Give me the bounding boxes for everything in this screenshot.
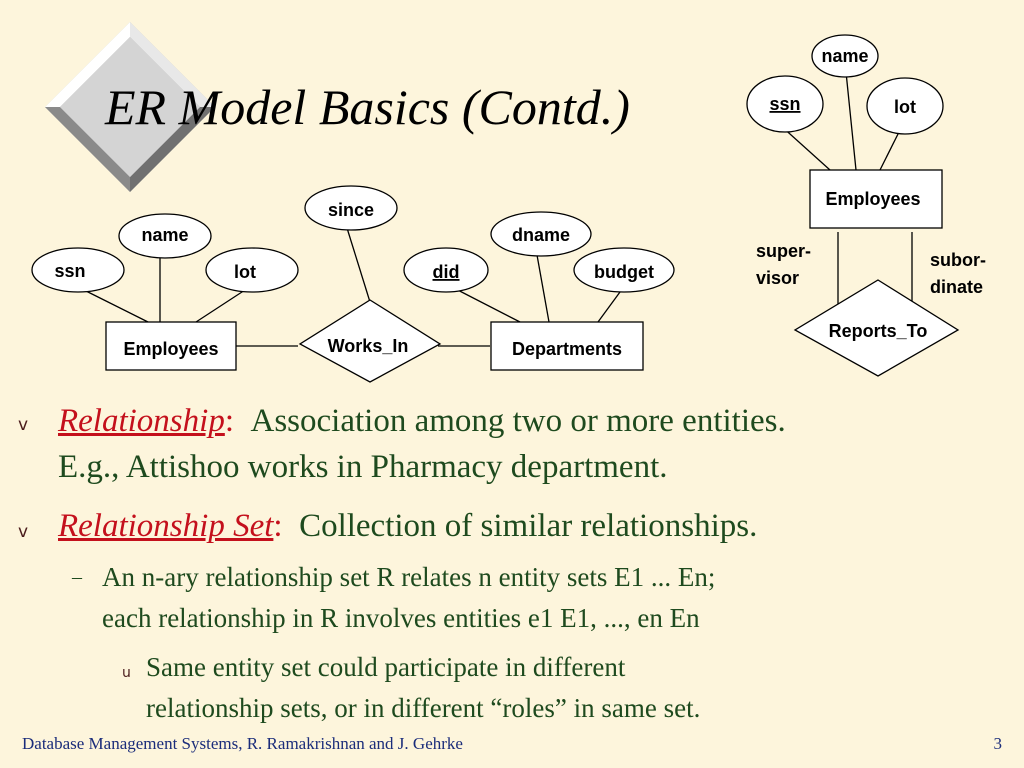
role-supervisor-line2: visor bbox=[756, 268, 799, 288]
relationship-works-in-diamond bbox=[298, 299, 442, 383]
attr-dname-label: dname bbox=[512, 225, 570, 245]
entity-departments-box bbox=[490, 321, 644, 371]
footer-citation: Database Management Systems, R. Ramakris… bbox=[22, 734, 463, 753]
attr-lot-label: lot bbox=[234, 262, 256, 282]
attr-ssn-ellipse bbox=[31, 247, 125, 293]
attr-ssn-label: ssn bbox=[54, 261, 85, 281]
page-number: 3 bbox=[993, 734, 1003, 753]
attr-lot-ellipse bbox=[205, 247, 299, 293]
attr-did-label: did bbox=[433, 262, 460, 282]
attr-name-label: name bbox=[141, 225, 188, 245]
attr-name-ellipse bbox=[118, 213, 212, 259]
attr-since-ellipse bbox=[304, 185, 398, 231]
attr-budget-label: budget bbox=[594, 262, 654, 282]
attr-since-label: since bbox=[328, 200, 374, 220]
right-entity-employees-label: Employees bbox=[825, 189, 920, 209]
right-attr-lot-ellipse bbox=[866, 77, 944, 135]
role-supervisor-line1: super- bbox=[756, 241, 811, 261]
attr-budget-ellipse bbox=[573, 247, 675, 293]
role-subordinate-line2: dinate bbox=[930, 277, 983, 297]
right-attr-name-label: name bbox=[821, 46, 868, 66]
right-attr-ssn-label: ssn bbox=[769, 94, 800, 114]
entity-employees-box bbox=[105, 321, 237, 371]
slide-title: ER Model Basics (Contd.) bbox=[105, 79, 630, 135]
right-attr-lot-label: lot bbox=[894, 97, 916, 117]
attr-dname-ellipse bbox=[490, 211, 592, 257]
right-entity-employees-box bbox=[809, 169, 943, 229]
relationship-reports-to-diamond bbox=[793, 279, 960, 377]
entity-employees-label: Employees bbox=[123, 339, 218, 359]
role-subordinate-line1: subor- bbox=[930, 250, 986, 270]
right-attr-ssn-ellipse bbox=[746, 75, 824, 133]
entity-departments-label: Departments bbox=[512, 339, 622, 359]
relationship-reports-to-label: Reports_To bbox=[829, 321, 928, 341]
right-attr-name-ellipse bbox=[811, 34, 879, 78]
er-diagrams: ssn name lot Employees Works_In since De… bbox=[31, 34, 986, 383]
attr-did-ellipse bbox=[403, 247, 489, 293]
relationship-works-in-label: Works_In bbox=[328, 336, 409, 356]
